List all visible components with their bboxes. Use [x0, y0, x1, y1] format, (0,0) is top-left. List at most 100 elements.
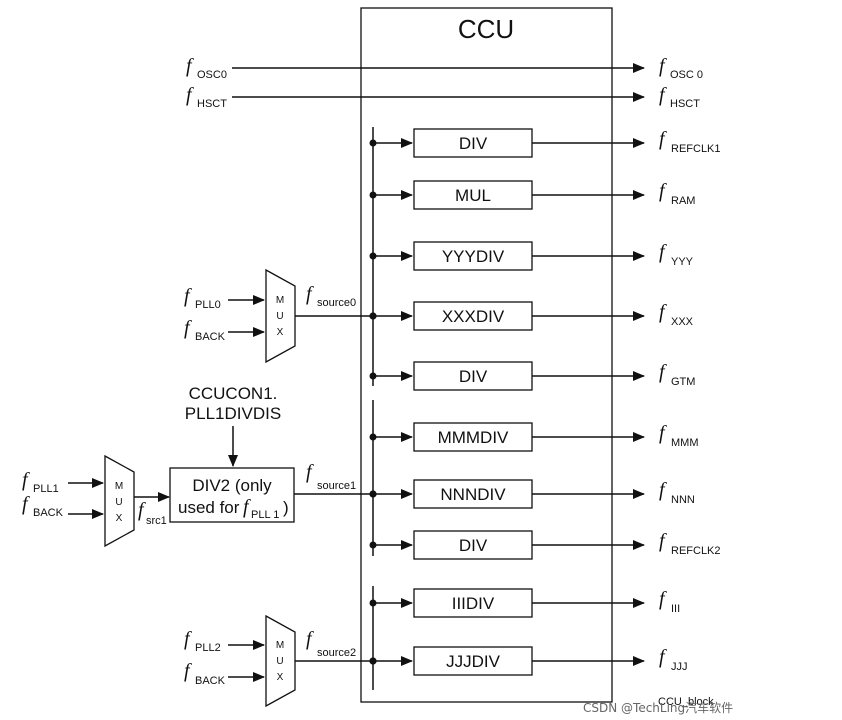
mux1-in1-sub: PLL1 [33, 483, 59, 495]
divider-block-label: NNNDIV [440, 485, 506, 504]
pass-through-hsct: f HSCT f HSCT [186, 84, 700, 110]
hsct-output-sub: HSCT [670, 98, 700, 110]
ccu-block-caption: CCU_block [658, 696, 714, 708]
divider-block-label: YYYDIV [442, 247, 505, 266]
divider-block-label: IIIDIV [452, 594, 495, 613]
divider-block-label: DIV [459, 536, 488, 555]
output-frequency-sub: REFCLK2 [671, 545, 721, 557]
output-f-symbol: f [659, 588, 667, 610]
source1-sub: source1 [317, 480, 356, 492]
ccu-title: CCU [458, 14, 514, 44]
hsct-input-sub: HSCT [197, 98, 227, 110]
mux2-in2-f: f [184, 660, 192, 682]
output-frequency-sub: REFCLK1 [671, 143, 721, 155]
output-frequency-sub: JJJ [671, 661, 688, 673]
source0-junction-dot [369, 312, 377, 320]
mux-source1: M U X f PLL1 f BACK f src1 [22, 454, 170, 548]
divider-block-label: DIV [459, 367, 488, 386]
mux0-in2-f: f [184, 317, 192, 339]
mux0-in1-sub: PLL0 [195, 299, 221, 311]
divider-block-box [413, 646, 533, 676]
divider-block-box [413, 128, 533, 158]
output-frequency-sub: XXX [671, 316, 694, 328]
hsct-output-f: f [659, 84, 667, 106]
mux2-letter-u: U [276, 656, 283, 667]
osc0-output-sub: OSC 0 [670, 69, 703, 81]
mux0-letter-m: M [276, 295, 284, 306]
mux2-in1-sub: PLL2 [195, 642, 221, 654]
ccucon1-line1: CCUCON1. [189, 384, 278, 403]
divider-block-box [413, 422, 533, 452]
output-f-symbol: f [659, 301, 667, 323]
output-frequency-sub: GTM [671, 376, 695, 388]
source0-f: f [306, 283, 314, 305]
source2-sub: source2 [317, 647, 356, 659]
pass-through-osc0: f OSC0 f OSC 0 [186, 55, 703, 81]
hsct-input-f: f [186, 84, 194, 106]
source0-sub: source0 [317, 297, 356, 309]
output-f-symbol: f [659, 479, 667, 501]
mux0-letter-x: X [277, 327, 284, 338]
div2-line1: DIV2 (only [192, 476, 272, 495]
mux2-letter-x: X [277, 672, 284, 683]
mux1-in1-f: f [22, 469, 30, 491]
mux0-trapezoid [265, 268, 296, 364]
div2-f: f [243, 496, 251, 518]
div2-block: DIV2 (only used for f PLL 1 ) f source1 [169, 461, 373, 523]
mux-source0: M U X f PLL0 f BACK f source0 [184, 268, 373, 364]
mux-source2: M U X f PLL2 f BACK f source2 [184, 614, 373, 708]
osc0-input-f: f [186, 55, 194, 77]
mux0-in2-sub: BACK [195, 331, 226, 343]
divider-block-label: MMMDIV [438, 428, 509, 447]
output-f-symbol: f [659, 361, 667, 383]
src1-sub: src1 [146, 515, 167, 527]
divider-block-box [413, 301, 533, 331]
ccucon1-line2: PLL1DIVDIS [185, 404, 281, 423]
osc0-output-f: f [659, 55, 667, 77]
mux1-letter-u: U [115, 497, 122, 508]
output-frequency-sub: MMM [671, 437, 699, 449]
mux2-in1-f: f [184, 628, 192, 650]
mux2-letter-m: M [276, 640, 284, 651]
div2-line2: used for [178, 498, 240, 517]
output-f-symbol: f [659, 646, 667, 668]
divider-block-label: JJJDIV [446, 652, 501, 671]
output-f-symbol: f [659, 128, 667, 150]
div2-close-paren: ) [283, 498, 289, 517]
mux1-in2-f: f [22, 493, 30, 515]
divider-block-label: XXXDIV [442, 307, 505, 326]
divider-block-label: DIV [459, 134, 488, 153]
mux0-letter-u: U [276, 311, 283, 322]
mux1-in2-sub: BACK [33, 507, 64, 519]
src1-f: f [138, 499, 146, 521]
output-f-symbol: f [659, 530, 667, 552]
source1-f: f [306, 461, 314, 483]
divider-block-box [413, 180, 533, 210]
div2-sub: PLL 1 [251, 509, 279, 521]
output-frequency-sub: RAM [671, 195, 695, 207]
divider-block-label: MUL [455, 186, 491, 205]
osc0-input-sub: OSC0 [197, 69, 227, 81]
source2-f: f [306, 628, 314, 650]
mux1-letter-x: X [116, 513, 123, 524]
mux2-trapezoid [265, 614, 296, 708]
ccu-box [360, 7, 613, 703]
source2-junction-dot [369, 657, 377, 665]
mux1-letter-m: M [115, 481, 123, 492]
divider-block-box [413, 530, 533, 560]
div2-box [169, 467, 295, 523]
divider-block-box [413, 588, 533, 618]
output-f-symbol: f [659, 180, 667, 202]
output-f-symbol: f [659, 422, 667, 444]
